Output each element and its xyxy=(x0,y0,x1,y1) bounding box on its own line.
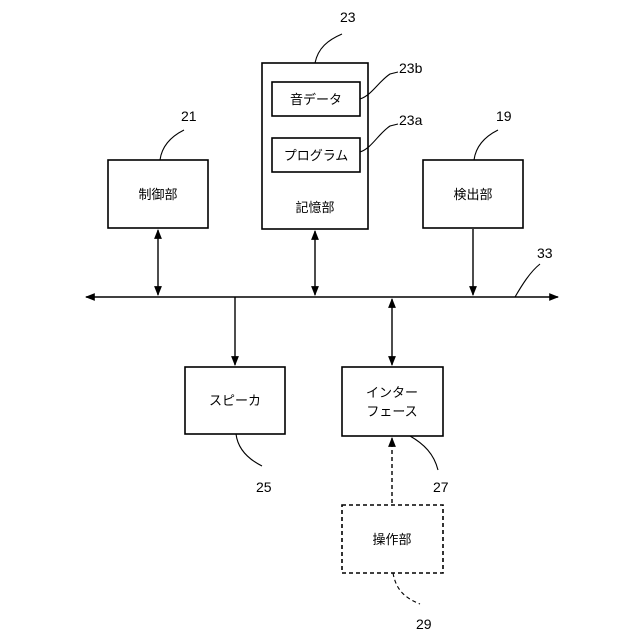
program-label: プログラム xyxy=(284,149,349,164)
operation-unit-label: 操作部 xyxy=(372,532,411,548)
program-ref-label: 23a xyxy=(399,112,423,128)
interface-ref-label: 27 xyxy=(433,479,449,495)
interface-label-line2: フェース xyxy=(366,405,417,420)
sound-data-label: 音データ xyxy=(290,92,342,108)
interface-label-line1: インター xyxy=(366,386,418,401)
bus-leader-line xyxy=(515,264,540,297)
speaker-ref-label: 25 xyxy=(256,479,272,495)
control-unit-ref-label: 21 xyxy=(181,108,197,124)
storage-unit-label: 記憶部 xyxy=(295,200,334,216)
control-unit-label: 制御部 xyxy=(138,188,177,203)
operation-unit-ref-label: 29 xyxy=(416,616,432,632)
speaker-label: スピーカ xyxy=(209,394,261,409)
storage-unit-leader-line xyxy=(315,34,342,63)
operation-unit-leader-line xyxy=(393,573,420,604)
interface-leader-line xyxy=(410,436,438,470)
detection-unit-label: 検出部 xyxy=(453,188,492,203)
detection-unit-leader-line xyxy=(474,130,498,160)
control-unit-leader-line xyxy=(160,130,184,160)
interface-box xyxy=(342,367,443,436)
speaker-leader-line xyxy=(236,434,262,466)
detection-unit-ref-label: 19 xyxy=(496,108,512,124)
bus-ref-label: 33 xyxy=(537,245,553,261)
sound-data-ref-label: 23b xyxy=(399,60,423,76)
storage-unit-ref-label: 23 xyxy=(340,9,356,25)
